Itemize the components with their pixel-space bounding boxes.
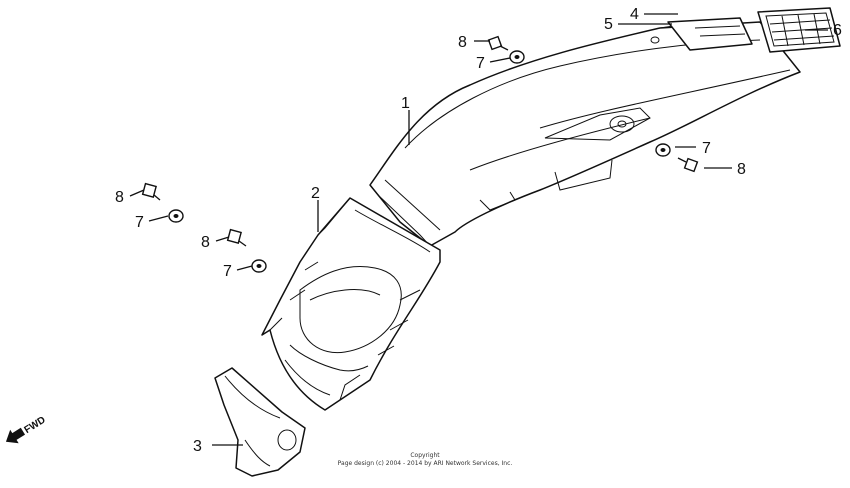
fwd-label: FWD bbox=[22, 415, 47, 436]
washer-left-upper bbox=[168, 209, 184, 223]
fwd-arrow: FWD bbox=[5, 415, 48, 444]
callout-4: 4 bbox=[630, 6, 639, 23]
callout-3: 3 bbox=[193, 438, 202, 455]
reflector bbox=[757, 7, 841, 53]
washer-right bbox=[655, 143, 671, 157]
bolt-left-lower bbox=[226, 228, 247, 247]
callout-2: 2 bbox=[311, 185, 320, 202]
callout-5: 5 bbox=[604, 16, 613, 33]
inner-fender bbox=[261, 197, 441, 411]
callout-8-left-upper: 8 bbox=[115, 189, 124, 206]
bolt-left-upper bbox=[141, 182, 161, 201]
rear-fender bbox=[369, 17, 801, 247]
washer-top bbox=[509, 50, 525, 64]
washer-left-lower bbox=[251, 259, 267, 273]
callout-6: 6 bbox=[833, 22, 842, 39]
mud-flap bbox=[214, 367, 306, 477]
callout-1: 1 bbox=[401, 95, 410, 112]
callout-8-top: 8 bbox=[458, 34, 467, 51]
copyright-line-2: Page design (c) 2004 - 2014 by ARI Netwo… bbox=[338, 460, 513, 467]
bolt-right bbox=[677, 157, 699, 173]
callout-7-left-upper: 7 bbox=[135, 214, 144, 231]
bolt-top bbox=[487, 35, 509, 51]
leader-lines bbox=[129, 13, 828, 446]
callout-7-left-lower: 7 bbox=[223, 263, 232, 280]
callout-7-top: 7 bbox=[476, 55, 485, 72]
callout-8-left-lower: 8 bbox=[201, 234, 210, 251]
copyright-line-1: Copyright bbox=[410, 452, 440, 459]
callout-7-right: 7 bbox=[702, 140, 711, 157]
callout-8-right: 8 bbox=[737, 161, 746, 178]
